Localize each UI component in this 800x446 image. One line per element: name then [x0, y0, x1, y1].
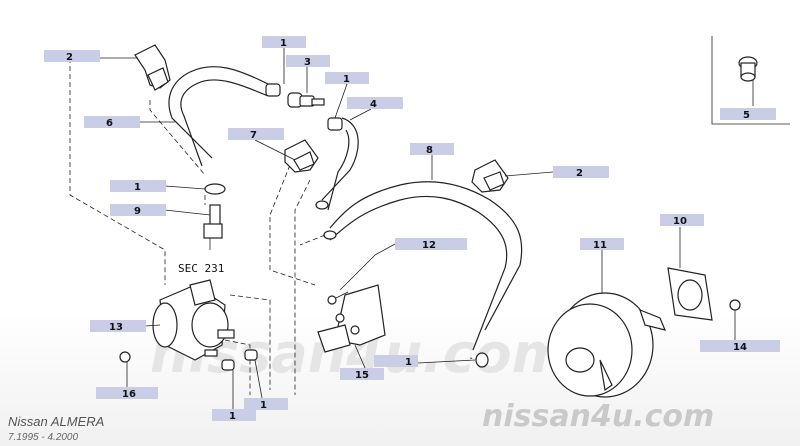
callout-1-top[interactable]: 1	[262, 36, 306, 49]
callout-9[interactable]: 9	[110, 204, 166, 217]
svg-text:13: 13	[109, 322, 123, 333]
callout-10[interactable]: 10	[660, 214, 704, 227]
hose-clamp-1d	[475, 352, 489, 368]
svg-text:1: 1	[260, 400, 267, 411]
hose-clamp-1c	[204, 183, 226, 195]
callout-14[interactable]: 14	[700, 340, 780, 353]
svg-text:6: 6	[106, 118, 113, 129]
vacuum-hose-8	[329, 181, 523, 331]
section-reference: SEC 231	[178, 262, 224, 275]
svg-text:11: 11	[593, 240, 607, 251]
callout-6[interactable]: 6	[84, 116, 140, 129]
svg-text:1: 1	[134, 182, 141, 193]
callout-16[interactable]: 16	[96, 387, 158, 400]
brake-booster-11	[547, 292, 667, 398]
bolt-12	[327, 291, 349, 305]
svg-text:1: 1	[343, 74, 350, 85]
clip-2-upper	[134, 44, 171, 91]
gasket-10	[667, 267, 713, 321]
check-valve-3	[287, 92, 325, 108]
bracket-15	[317, 284, 386, 353]
svg-text:5: 5	[743, 110, 750, 121]
svg-text:10: 10	[673, 216, 687, 227]
callout-3[interactable]: 3	[286, 55, 330, 68]
clip-7	[284, 139, 319, 173]
callout-2-upper[interactable]: 2	[44, 50, 100, 63]
watermark-footer: nissan4u.com	[482, 399, 714, 434]
callout-2-right[interactable]: 2	[553, 166, 609, 179]
svg-text:16: 16	[122, 389, 136, 400]
hose-clamp-1e	[221, 359, 235, 371]
svg-text:1: 1	[280, 38, 287, 49]
model-name: Nissan ALMERA	[8, 414, 104, 429]
hose-clamp-1b	[327, 117, 343, 131]
callout-8[interactable]: 8	[410, 143, 454, 156]
callout-11[interactable]: 11	[580, 238, 624, 251]
callout-13[interactable]: 13	[90, 320, 146, 333]
callout-7[interactable]: 7	[228, 128, 284, 141]
callout-1-lower-mid[interactable]: 1	[374, 355, 418, 368]
nut-14	[729, 299, 741, 311]
svg-text:1: 1	[229, 411, 236, 422]
svg-text:1: 1	[405, 357, 412, 368]
model-years: 7.1995 - 4.2000	[8, 432, 78, 443]
svg-text:14: 14	[733, 342, 747, 353]
svg-text:8: 8	[426, 145, 433, 156]
callout-1-upper-right[interactable]: 1	[325, 72, 369, 85]
vacuum-tank-13	[152, 279, 235, 361]
svg-text:12: 12	[422, 240, 436, 251]
hose-clamp-1f	[244, 349, 258, 361]
svg-text:2: 2	[576, 168, 583, 179]
svg-text:3: 3	[304, 57, 311, 68]
clip-2-right	[471, 159, 509, 193]
svg-text:4: 4	[370, 99, 377, 110]
plug-5	[738, 56, 758, 82]
callout-15[interactable]: 15	[340, 368, 384, 381]
nut-16	[119, 351, 131, 363]
callout-1-bottom-right[interactable]: 1	[244, 398, 288, 411]
assembly-lines	[69, 58, 661, 395]
svg-text:15: 15	[355, 370, 369, 381]
svg-text:2: 2	[66, 52, 73, 63]
callout-1-mid-left[interactable]: 1	[110, 180, 166, 193]
vacuum-hose-4	[321, 117, 359, 201]
connector-9	[203, 204, 223, 250]
callout-1-bottom-left[interactable]: 1	[212, 409, 256, 422]
svg-text:9: 9	[134, 206, 141, 217]
callout-5[interactable]: 5	[720, 108, 776, 121]
inset-frame	[711, 36, 790, 125]
svg-text:7: 7	[250, 130, 257, 141]
hose-clamp-1a	[265, 83, 281, 97]
vacuum-hose-6	[168, 66, 269, 159]
leader-lines	[100, 48, 754, 409]
callout-4[interactable]: 4	[347, 97, 403, 110]
callout-12[interactable]: 12	[395, 238, 467, 251]
